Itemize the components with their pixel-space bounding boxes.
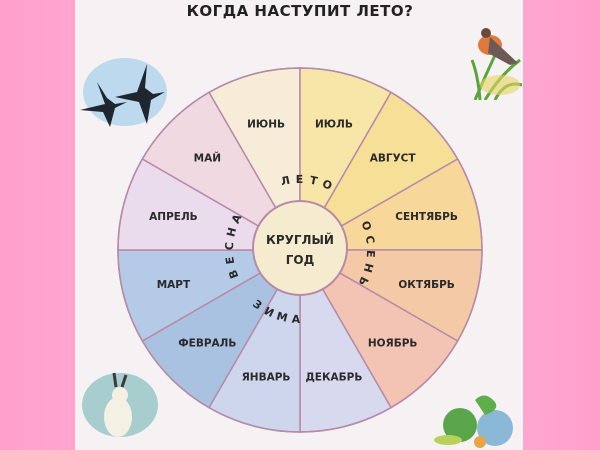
- season-letter: С: [223, 242, 236, 251]
- month-label: АВГУСТ: [370, 152, 417, 164]
- month-label: ОКТЯБРЬ: [398, 279, 454, 291]
- center-circle: [252, 200, 348, 296]
- bird-on-grass-icon: [470, 28, 523, 100]
- month-label: ФЕВРАЛЬ: [178, 338, 236, 350]
- month-label: НОЯБРЬ: [368, 338, 418, 350]
- vegetables-icon: [434, 395, 513, 448]
- center-label-line1: КРУГЛЫЙ: [266, 232, 334, 247]
- season-letter: Н: [224, 226, 239, 238]
- season-letter: М: [275, 309, 289, 324]
- month-label: ИЮНЬ: [247, 118, 285, 130]
- season-letter: Е: [296, 173, 304, 186]
- season-letter: Е: [223, 256, 237, 265]
- season-letter: О: [359, 219, 374, 232]
- page-title: КОГДА НАСТУПИТ ЛЕТО?: [186, 2, 414, 20]
- season-letter: О: [320, 177, 334, 193]
- month-label: МАРТ: [157, 279, 191, 291]
- month-label: СЕНТЯБРЬ: [395, 211, 458, 223]
- season-letter: Н: [361, 262, 376, 274]
- center-label-line2: ГОД: [286, 253, 315, 267]
- season-letter: Т: [309, 174, 319, 188]
- month-label: ЯНВАРЬ: [242, 372, 291, 384]
- birds-flying-icon: [80, 58, 167, 127]
- season-letter: Е: [364, 250, 377, 258]
- month-label: МАЙ: [194, 151, 221, 164]
- season-letter: С: [363, 235, 377, 245]
- month-label: ИЮЛЬ: [315, 118, 353, 130]
- month-label: ДЕКАБРЬ: [305, 372, 362, 384]
- season-letter: А: [291, 313, 301, 327]
- season-letter: В: [226, 268, 241, 280]
- wheel-outline: [117, 67, 483, 433]
- month-label: АПРЕЛЬ: [149, 211, 198, 223]
- season-letter: Л: [280, 174, 292, 189]
- white-hare-icon: [82, 372, 158, 437]
